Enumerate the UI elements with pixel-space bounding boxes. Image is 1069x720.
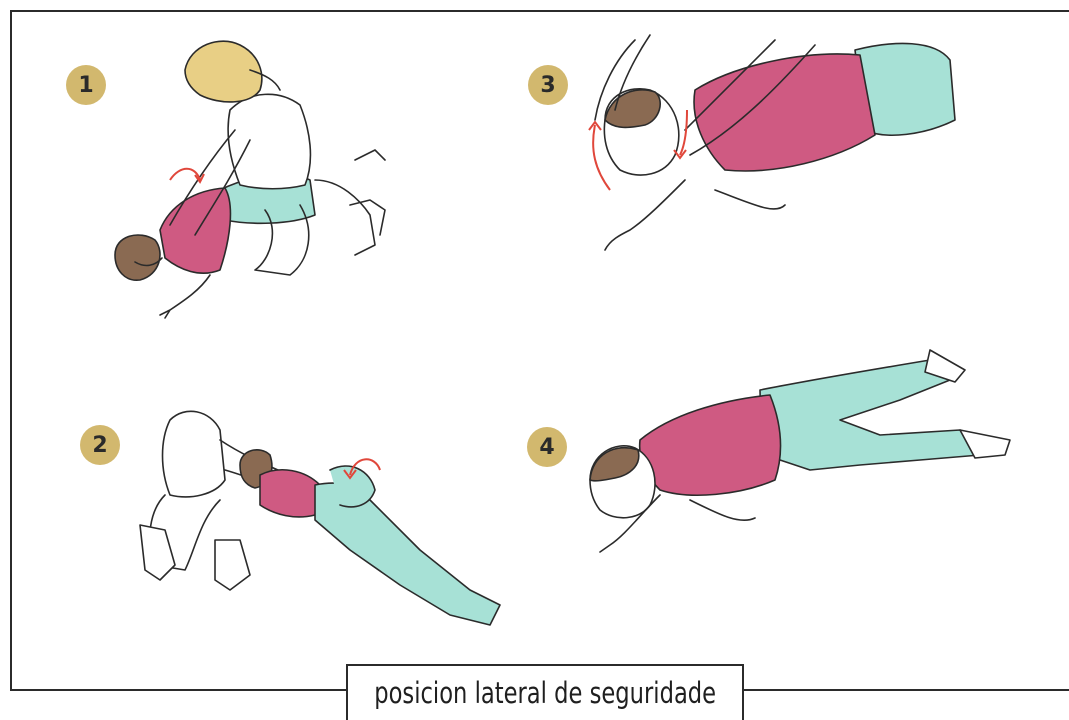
caption-box: posicion lateral de seguridade	[346, 664, 744, 720]
step-badge-3: 3	[528, 65, 568, 105]
step-1-illustration	[114, 40, 386, 319]
step-badge-4: 4	[527, 427, 567, 467]
step-4-illustration	[589, 349, 1011, 553]
step-number: 1	[78, 72, 94, 98]
frame-bottom-right-border	[744, 689, 1069, 691]
step-number: 4	[539, 434, 555, 460]
step-badge-2: 2	[80, 425, 120, 465]
step-2-illustration	[139, 410, 501, 626]
step-number: 3	[540, 72, 556, 98]
step-3-illustration	[588, 34, 956, 251]
caption-text: posicion lateral de seguridade	[374, 676, 716, 710]
step-number: 2	[92, 432, 108, 458]
step-badge-1: 1	[66, 65, 106, 105]
frame-bottom-left-border	[10, 689, 346, 691]
illustration-frame	[10, 10, 1069, 690]
